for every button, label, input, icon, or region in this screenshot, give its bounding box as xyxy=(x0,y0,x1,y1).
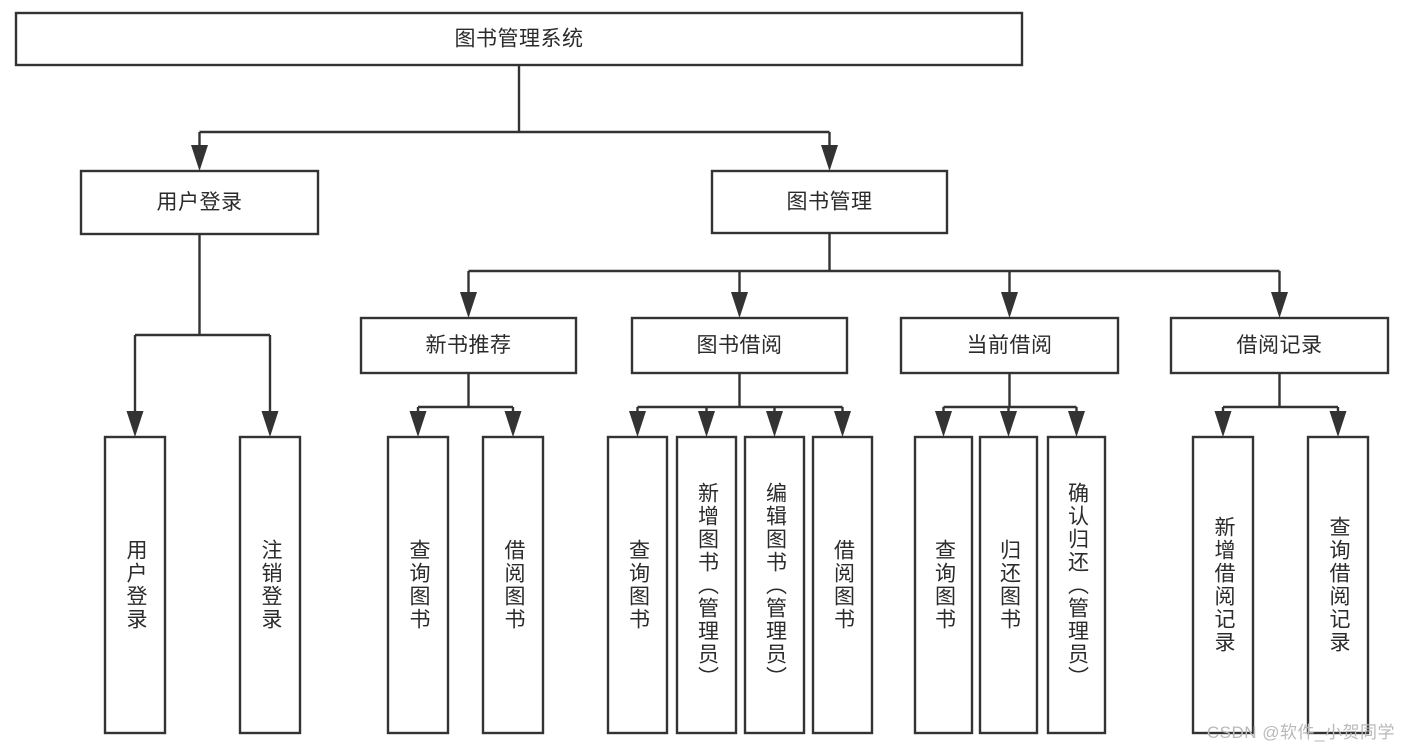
node-label-borrow_record: 借阅记录 xyxy=(1237,334,1323,357)
arrow-head-book_borrow xyxy=(731,292,748,318)
node-label-root: 图书管理系统 xyxy=(455,28,584,51)
node-label-user_login: 用户登录 xyxy=(157,191,243,214)
arrow-head-new_book_rec xyxy=(460,292,477,318)
arrow-head-leaf_cb_confirm xyxy=(1068,411,1085,437)
node-label-new_book_rec: 新书推荐 xyxy=(426,334,512,357)
node-box-leaf_bb_add[interactable] xyxy=(675,435,738,735)
node-box-root[interactable] xyxy=(14,11,1024,67)
arrow-head-leaf_bb_add xyxy=(698,411,715,437)
arrow-head-borrow_record xyxy=(1271,292,1288,318)
node-label-current_borrow: 当前借阅 xyxy=(967,334,1053,357)
node-box-leaf_br_query[interactable] xyxy=(1306,435,1370,735)
node-box-leaf_bb_borrow[interactable] xyxy=(811,435,874,735)
node-box-user_login[interactable] xyxy=(79,169,320,236)
node-box-leaf_bb_edit[interactable] xyxy=(743,435,806,735)
node-box-book_borrow[interactable] xyxy=(630,316,849,375)
arrow-head-leaf_bb_borrow xyxy=(834,411,851,437)
arrow-head-leaf_br_query xyxy=(1329,411,1347,437)
arrow-head-leaf_user_login xyxy=(126,411,144,437)
arrow-head-leaf_bb_edit xyxy=(766,411,783,437)
arrow-head-book_manage xyxy=(821,145,838,171)
node-box-leaf_cb_query[interactable] xyxy=(913,435,974,735)
node-box-leaf_br_add[interactable] xyxy=(1191,435,1255,735)
node-box-leaf_bb_query[interactable] xyxy=(606,435,669,735)
arrow-head-user_login xyxy=(191,145,208,171)
node-label-book_borrow: 图书借阅 xyxy=(697,334,783,357)
arrow-head-leaf_cb_query xyxy=(935,411,952,437)
arrow-head-leaf_bb_query xyxy=(629,411,646,437)
watermark: CSDN @软件_小贺同学 xyxy=(1206,723,1395,742)
node-box-borrow_record[interactable] xyxy=(1169,316,1390,375)
arrow-head-leaf_logout xyxy=(261,411,279,437)
arrow-head-leaf_br_add xyxy=(1214,411,1232,437)
node-box-leaf_logout[interactable] xyxy=(238,435,302,735)
node-box-leaf_cb_confirm[interactable] xyxy=(1046,435,1107,735)
arrow-head-current_borrow xyxy=(1001,292,1018,318)
arrow-head-leaf_rec_query xyxy=(409,411,427,437)
node-label-book_manage: 图书管理 xyxy=(787,191,873,214)
arrow-head-leaf_cb_return xyxy=(1000,411,1017,437)
node-box-leaf_user_login[interactable] xyxy=(103,435,167,735)
node-box-leaf_rec_borrow[interactable] xyxy=(481,435,545,735)
node-box-book_manage[interactable] xyxy=(710,169,949,235)
arrow-head-leaf_rec_borrow xyxy=(504,411,522,437)
node-box-leaf_rec_query[interactable] xyxy=(386,435,450,735)
node-box-leaf_cb_return[interactable] xyxy=(978,435,1039,735)
node-box-current_borrow[interactable] xyxy=(899,316,1120,375)
node-box-new_book_rec[interactable] xyxy=(359,316,578,375)
